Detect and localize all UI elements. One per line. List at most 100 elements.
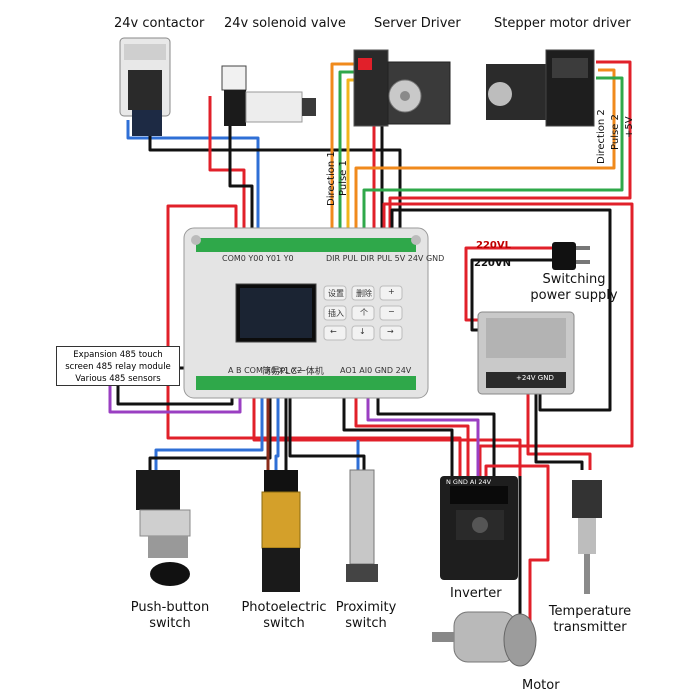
expansion-line1: Expansion 485 touch xyxy=(73,350,163,360)
push-button-device xyxy=(136,470,191,586)
pulse1-label: Pulse 1 xyxy=(338,160,349,196)
inverter-device xyxy=(440,476,518,580)
switching-supply-label: Switching power supply xyxy=(518,272,630,304)
expansion-box: Expansion 485 touch screen 485 relay mod… xyxy=(56,346,180,386)
wire-red-5v xyxy=(388,60,632,246)
plc-terminal-a: A xyxy=(228,366,234,375)
plc-key-right[interactable]: → xyxy=(387,327,394,336)
plc-terminal-24v: 24V xyxy=(407,254,424,263)
wire-green-pul2 xyxy=(362,76,624,246)
temperature-label: Temperature transmitter xyxy=(540,604,640,636)
plc-top-terminals-right: DIR PUL DIR PUL 5V 24V GND xyxy=(326,254,444,263)
plc-terminal-pul1: PUL xyxy=(342,254,358,263)
photoelectric-line2: switch xyxy=(263,616,305,631)
plc-terminal-x0: X0 xyxy=(265,366,276,375)
plus5v-label: +5V xyxy=(624,116,635,138)
plc-terminal-com0: COM0 xyxy=(222,254,246,263)
wire-red-solenoid xyxy=(208,96,246,246)
plc-key-down[interactable]: ↓ xyxy=(359,327,366,336)
server-driver-device xyxy=(353,49,451,127)
plc-terminal-com: COM xyxy=(244,366,263,375)
wire-orange-dir2 xyxy=(354,68,616,246)
plc-terminal-gnd: GND xyxy=(425,254,445,263)
push-button-line1: Push-button xyxy=(130,600,210,615)
plc-terminal-y0: Y0 xyxy=(283,254,294,263)
plc-terminal-ao1: AO1 xyxy=(340,366,357,375)
wire-black-24v-top xyxy=(390,208,612,412)
wire-red-com xyxy=(252,382,522,480)
wire-blue-photo xyxy=(274,382,280,470)
plc-unit xyxy=(183,227,429,399)
motor-device xyxy=(432,611,537,667)
wire-green-pul1 xyxy=(338,70,360,246)
plc-bottom-terminals-right: AO1 AI0 GND 24V xyxy=(340,366,411,375)
wire-black-pushbutton xyxy=(148,382,272,470)
plc-terminal-24v2: 24V xyxy=(395,366,412,375)
push-button-label: Push-button switch xyxy=(120,600,220,632)
power-supply-device xyxy=(477,311,575,395)
wire-black-temp xyxy=(534,392,584,470)
proximity-label: Proximity switch xyxy=(326,600,406,632)
wire-red-inverter-motor xyxy=(484,464,550,640)
motor-label: Motor xyxy=(522,678,560,693)
plc-terminal-5v: 5V xyxy=(394,254,406,263)
wire-blue-contactor xyxy=(126,120,260,246)
wire-black-prox xyxy=(288,382,366,470)
photoelectric-line1: Photoelectric xyxy=(241,600,327,615)
solenoid-label: 24v solenoid valve xyxy=(224,16,346,31)
plc-key-delete[interactable]: 删除 xyxy=(356,289,372,298)
stepper-driver-label: Stepper motor driver xyxy=(494,16,631,31)
inverter-terminal-label: N GND AI 24V xyxy=(446,478,492,486)
plc-terminal-gnd2: GND xyxy=(374,366,394,375)
plc-terminal-b: B xyxy=(236,366,242,375)
plc-key-plus[interactable]: + xyxy=(388,287,395,296)
switching-supply-line1: Switching xyxy=(542,272,606,287)
proximity-line1: Proximity xyxy=(335,600,397,615)
plug-device xyxy=(552,242,590,270)
solenoid-device xyxy=(221,65,316,126)
wire-black-solenoid xyxy=(228,112,254,246)
plc-key-insert[interactable]: 插入 xyxy=(328,309,344,318)
contactor-label: 24v contactor xyxy=(114,16,205,31)
plc-terminal-x2: X2 xyxy=(291,366,303,375)
temperature-line2: transmitter xyxy=(553,620,627,635)
psu-terminal-label: +24V GND xyxy=(516,374,554,382)
wire-blue-pushbutton xyxy=(154,382,264,470)
contactor-device xyxy=(119,37,171,136)
vl220-label: 220VL xyxy=(476,240,511,251)
plc-key-up[interactable]: 个 xyxy=(360,308,368,317)
wire-red-contactor xyxy=(166,204,462,480)
plc-terminal-y00: Y00 xyxy=(248,254,264,263)
server-driver-label: Server Driver xyxy=(374,16,461,31)
switching-supply-line2: power supply xyxy=(530,288,618,303)
photoelectric-device xyxy=(261,470,301,592)
plc-terminal-ai0: AI0 xyxy=(359,366,373,375)
direction2-label: Direction 2 xyxy=(596,109,607,164)
expansion-line2: screen 485 relay module xyxy=(65,362,171,372)
plc-terminal-pul2: PUL xyxy=(376,254,393,263)
wire-purple-ai xyxy=(366,382,480,480)
photoelectric-label: Photoelectric switch xyxy=(232,600,336,632)
direction1-label: Direction 1 xyxy=(326,151,337,206)
pulse2-label: Pulse 2 xyxy=(610,114,621,150)
temperature-line1: Temperature xyxy=(548,604,632,619)
vn220-label: 220VN xyxy=(474,258,511,269)
wire-red-temp xyxy=(526,392,592,470)
plc-terminal-y01: Y01 xyxy=(266,254,282,263)
inverter-label: Inverter xyxy=(450,586,502,601)
temperature-device xyxy=(572,480,602,594)
push-button-line2: switch xyxy=(149,616,191,631)
wire-red-ai xyxy=(354,382,470,480)
plc-terminal-dir1: DIR xyxy=(326,254,341,263)
wire-orange-dir1 xyxy=(330,62,360,246)
wire-red-24v-top xyxy=(382,202,634,480)
plc-key-minus[interactable]: − xyxy=(388,307,395,316)
plc-brand-label: 简易PLC一体机 xyxy=(262,367,324,377)
plc-terminal-x1: X1 xyxy=(278,366,290,375)
plc-top-terminals-left: COM0 Y00 Y01 Y0 xyxy=(222,254,294,263)
plc-terminal-dir2: DIR xyxy=(360,254,375,263)
plc-key-set[interactable]: 设置 xyxy=(328,289,344,298)
plc-key-left[interactable]: ← xyxy=(330,327,337,336)
proximity-line2: switch xyxy=(345,616,387,631)
